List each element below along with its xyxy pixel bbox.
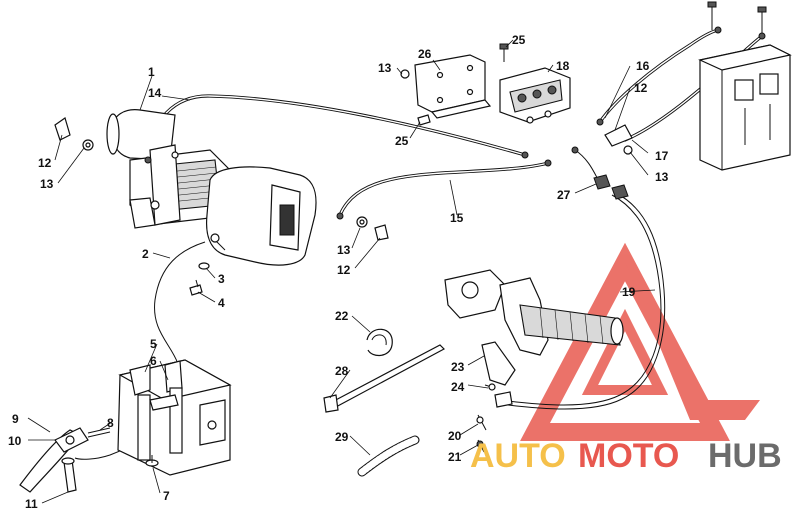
callout-16: 16 (636, 59, 650, 73)
watermark-moto: MOTO (578, 437, 679, 475)
callout-1: 1 (148, 65, 155, 79)
callout-15: 15 (450, 211, 464, 225)
callout-25: 25 (395, 134, 409, 148)
callout-6: 6 (150, 354, 157, 368)
callout-13: 13 (337, 243, 351, 257)
callout-8: 8 (107, 416, 114, 430)
callout-27: 27 (557, 188, 571, 202)
callout-28: 28 (335, 364, 349, 378)
callout-11: 11 (25, 497, 38, 511)
callout-5: 5 (150, 337, 157, 351)
callout-24: 24 (451, 380, 465, 394)
connector-27 (593, 174, 629, 200)
callout-2: 2 (142, 247, 149, 261)
callout-13: 13 (378, 61, 392, 75)
callout-19: 19 (622, 285, 636, 299)
leader-lines (27, 39, 656, 504)
wire-loom-29 (357, 435, 420, 477)
callout-12: 12 (337, 263, 351, 277)
fairlead-assembly (19, 359, 232, 493)
callout-13: 13 (40, 177, 54, 191)
callout-4: 4 (218, 296, 225, 310)
callout-26: 26 (418, 47, 432, 61)
callout-20: 20 (448, 429, 462, 443)
handlebar-switch (444, 269, 624, 453)
winch-hardware (54, 117, 389, 296)
callout-9: 9 (12, 412, 19, 426)
callout-14: 14 (148, 86, 162, 100)
cable-tie-28 (323, 344, 445, 413)
callout-25: 25 (512, 33, 526, 47)
callout-13: 13 (655, 170, 669, 184)
watermark-text: AUTO MOTO HUB (470, 437, 782, 475)
callout-29: 29 (335, 430, 349, 444)
solenoid-assembly (400, 43, 579, 167)
watermark-logo (520, 242, 760, 441)
callout-labels: 1 14 12 13 2 3 4 13 12 15 13 26 25 18 25… (8, 33, 669, 511)
winch-assembly (106, 109, 317, 266)
callout-10: 10 (8, 434, 22, 448)
callout-21: 21 (448, 450, 462, 464)
callout-12: 12 (634, 81, 648, 95)
battery-hardware (596, 118, 633, 155)
callout-17: 17 (655, 149, 669, 163)
watermark-hub: HUB (708, 437, 782, 475)
callout-12: 12 (38, 156, 52, 170)
callout-3: 3 (218, 272, 225, 286)
callout-23: 23 (451, 360, 465, 374)
watermark-auto: AUTO (470, 437, 566, 475)
callout-7: 7 (163, 489, 170, 503)
callout-18: 18 (556, 59, 570, 73)
battery (698, 1, 792, 171)
clamp-22 (366, 328, 393, 356)
callout-22: 22 (335, 309, 349, 323)
